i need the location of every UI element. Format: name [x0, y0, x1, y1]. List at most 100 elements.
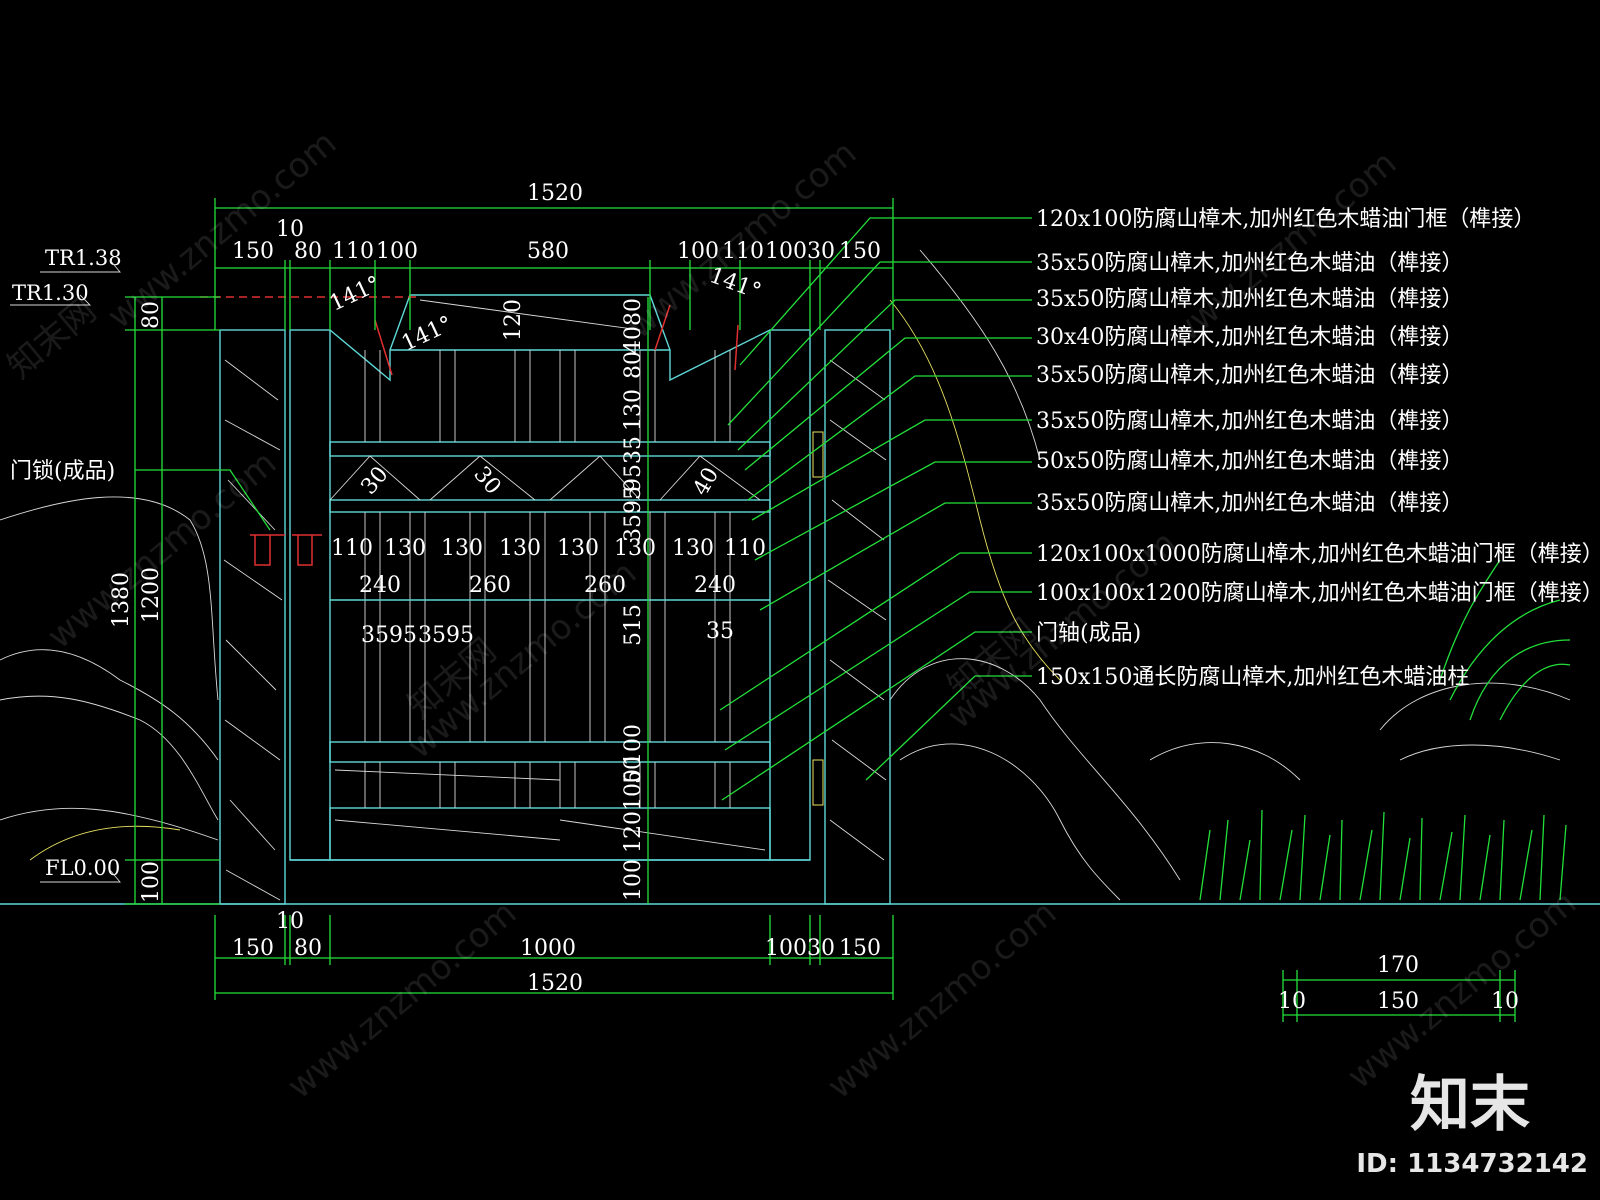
dim-inner-row-1: 110 130 130 130 130 130 130 110	[331, 536, 766, 561]
dim-mid-1: 120	[501, 299, 526, 341]
level-tr138: TR1.38	[45, 246, 122, 270]
dim-left-2: 1380	[109, 572, 134, 628]
dim-mid-2: 40	[621, 326, 646, 354]
note-11: 门轴(成品)	[1036, 621, 1141, 646]
dim-mid-12: 50	[621, 756, 646, 784]
diagonal-braces	[329, 455, 761, 501]
watermark-8: www.znzmo.com	[820, 893, 1064, 1107]
door-lock-icon	[250, 534, 322, 566]
dim-r2-1: 240	[359, 573, 401, 598]
watermark-5: www.znzmo.com	[400, 553, 644, 767]
dim-top-6: 580	[527, 239, 569, 264]
dim-mid-14: 120	[621, 811, 646, 853]
dim-overall-bottom: 1520	[527, 971, 583, 996]
dim-mid-5: 130	[621, 389, 646, 431]
dim-left-col: 80 1380 1200 100	[109, 301, 164, 903]
door-frame-left	[289, 329, 331, 861]
post-section-dims: 170 150 10 10	[1278, 953, 1519, 1014]
dim-r1-6: 130	[614, 536, 656, 561]
dim-r2-4: 240	[694, 573, 736, 598]
dim-bottom-3: 80	[294, 936, 322, 961]
dim-inner-row-2: 240 260 260 240	[359, 573, 736, 598]
dim-mid-6: 95	[621, 464, 646, 492]
dim-bottom-2: 10	[276, 909, 304, 934]
dim-mid-10: 515	[621, 604, 646, 646]
dim-left-1: 80	[139, 301, 164, 329]
angle-1: 141°	[326, 272, 385, 317]
post-dim-left: 10	[1278, 989, 1306, 1014]
dim-r1-7: 130	[672, 536, 714, 561]
door-frame-right	[769, 329, 811, 861]
dim-top-5: 100	[376, 239, 418, 264]
watermark-7: www.znzmo.com	[280, 893, 524, 1107]
landscape-grass	[1199, 559, 1571, 901]
dim-r1-2: 130	[384, 536, 426, 561]
dim-top-9: 10030	[765, 239, 835, 264]
post-dim-mid: 150	[1377, 989, 1419, 1014]
dim-top-2: 10	[276, 217, 304, 242]
dim-r3-1: 35	[361, 623, 389, 648]
note-4: 30x40防腐山樟木,加州红色木蜡油（榫接）	[1036, 325, 1463, 350]
dim-mid-15: 100	[621, 859, 646, 901]
door-lock-label: 门锁(成品)	[10, 459, 115, 484]
dim-bottom-row: 150 10 80 1000 10030 150	[232, 909, 881, 961]
dim-left-4: 100	[139, 861, 164, 903]
mid-rail-upper	[329, 441, 771, 457]
note-9: 120x100x1000防腐山樟木,加州红色木蜡油门框（榫接）	[1036, 542, 1600, 567]
level-tr130: TR1.30	[12, 281, 89, 305]
dim-r3-3: 35	[418, 623, 446, 648]
dim-top-4: 110	[332, 239, 374, 264]
post-dim-total: 170	[1377, 953, 1419, 978]
dim-mid-col: 120 40 80 80 130 95 35 95 35 515 100 50 …	[501, 298, 646, 901]
note-1: 120x100防腐山樟木,加州红色木蜡油门框（榫接）	[1036, 207, 1535, 232]
landscape-rocks	[0, 249, 1571, 901]
angle-4: 30	[356, 462, 393, 500]
dim-r1-4: 130	[499, 536, 541, 561]
note-3: 35x50防腐山樟木,加州红色木蜡油（榫接）	[1036, 287, 1463, 312]
note-2: 35x50防腐山樟木,加州红色木蜡油（榫接）	[1036, 251, 1463, 276]
dim-bottom-4: 1000	[520, 936, 576, 961]
dim-mid-4: 80	[621, 351, 646, 379]
dim-top-8: 110	[722, 239, 764, 264]
dim-top-1: 150	[232, 239, 274, 264]
watermark-1: www.znzmo.com	[100, 123, 344, 337]
angle-6: 40	[689, 463, 725, 500]
dim-top-row: 150 10 80 110 100 580 100 110 10030 150	[232, 217, 881, 264]
dimension-lines	[125, 198, 1516, 1022]
mid-rail-lower	[329, 499, 771, 513]
note-12: 150x150通长防腐山樟木,加州红色木蜡油柱	[1036, 665, 1469, 690]
material-notes: 120x100防腐山樟木,加州红色木蜡油门框（榫接） 35x50防腐山樟木,加州…	[1036, 207, 1600, 690]
bottom-rail	[329, 807, 771, 861]
dim-mid-9: 35	[621, 514, 646, 542]
dim-r2-2: 260	[469, 573, 511, 598]
dim-mid-8: 95	[621, 486, 646, 514]
door-slats	[330, 350, 770, 808]
door-top-rail	[329, 294, 771, 382]
dim-top-3: 80	[294, 239, 322, 264]
note-6: 35x50防腐山樟木,加州红色木蜡油（榫接）	[1036, 409, 1463, 434]
dim-left-3: 1200	[139, 567, 164, 623]
angle-5: 30	[468, 462, 505, 500]
dim-mid-11: 100	[621, 724, 646, 766]
left-post	[219, 329, 286, 905]
dim-bottom-5: 10030	[765, 936, 835, 961]
bottom-rail-upper	[329, 741, 771, 763]
note-5: 35x50防腐山樟木,加州红色木蜡油（榫接）	[1036, 363, 1463, 388]
dim-mid-3: 80	[621, 298, 646, 326]
dim-bottom-1: 150	[232, 936, 274, 961]
dim-r1-8: 110	[724, 536, 766, 561]
dim-r1-1: 110	[331, 536, 373, 561]
level-markers: TR1.38 TR1.30 FL0.00	[10, 246, 122, 883]
dim-r2-3: 260	[584, 573, 626, 598]
dim-r3-2: 95	[389, 623, 417, 648]
dim-bottom-6: 150	[839, 936, 881, 961]
image-id-label: ID: 1134732142	[1356, 1149, 1588, 1179]
right-post	[824, 329, 891, 905]
wood-grain	[223, 299, 887, 901]
dim-mid-7: 35	[621, 436, 646, 464]
dim-r1-3: 130	[441, 536, 483, 561]
post-dim-right: 10	[1491, 989, 1519, 1014]
dim-r1-5: 130	[557, 536, 599, 561]
note-7: 50x50防腐山樟木,加州红色木蜡油（榫接）	[1036, 449, 1463, 474]
